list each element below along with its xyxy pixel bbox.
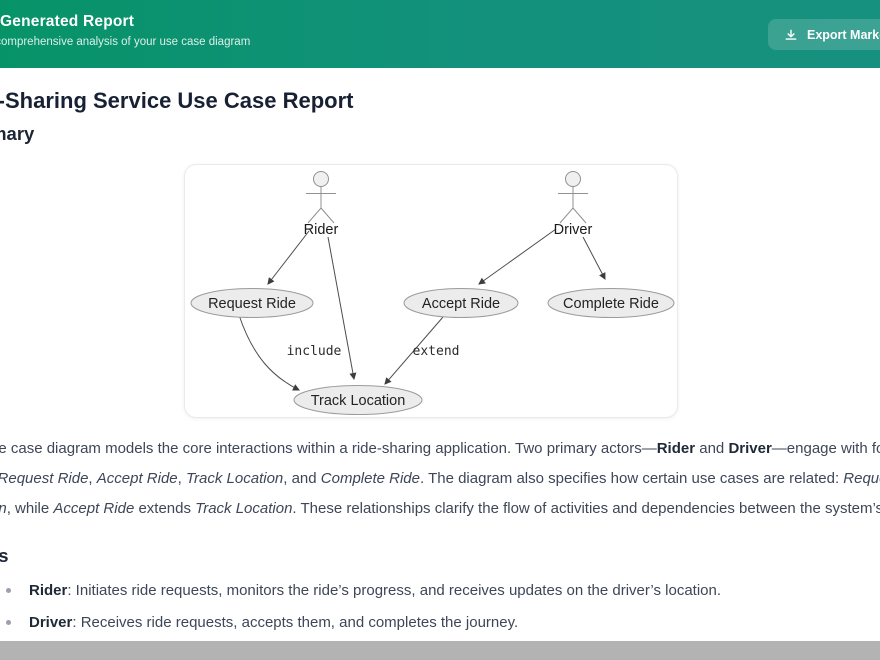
report-content: Ride-Sharing Service Use Case Report Sum… <box>0 68 880 646</box>
edge-extend <box>384 316 444 385</box>
driver-label: Driver <box>554 222 593 238</box>
bullet-dot-icon <box>6 588 11 593</box>
actor-driver: Driver <box>554 171 593 238</box>
use-case-diagram: include extend Rider Driver <box>190 171 675 415</box>
bullet-dot-icon <box>6 620 11 625</box>
edge-rider-track-location <box>327 236 357 381</box>
report-paragraph-line: cases: Request Ride, Accept Ride, Track … <box>0 470 880 487</box>
report-title: Ride-Sharing Service Use Case Report <box>0 88 354 113</box>
usecase-track-location-label: Track Location <box>311 393 406 409</box>
report-paragraph-line: Location, while Accept Ride extends Trac… <box>0 500 880 517</box>
export-button-label: Export Markdown <box>807 27 880 42</box>
header-text-block: Generated Report A comprehensive analysi… <box>0 11 250 50</box>
usecase-request-ride: Request Ride <box>190 288 314 318</box>
rider-label: Rider <box>304 222 339 238</box>
actors-list: Rider: Initiates ride requests, monitors… <box>0 582 880 631</box>
edge-include <box>238 314 300 391</box>
diagram-edges: include extend <box>238 228 606 391</box>
usecase-complete-ride: Complete Ride <box>547 288 675 318</box>
rider-bullet-text: Rider: Initiates ride requests, monitors… <box>29 582 722 599</box>
usecase-complete-ride-label: Complete Ride <box>563 296 659 312</box>
use-case-diagram-card: include extend Rider Driver <box>184 164 678 418</box>
header-title: Generated Report <box>0 13 135 30</box>
export-markdown-button[interactable]: Export Markdown <box>768 19 880 50</box>
usecase-accept-ride-label: Accept Ride <box>422 296 500 312</box>
edge-label-include: include <box>287 344 342 359</box>
usecase-track-location: Track Location <box>293 385 423 415</box>
summary-heading: Summary <box>0 123 35 144</box>
app-header: Generated Report A comprehensive analysi… <box>0 0 880 68</box>
horizontal-scrollbar[interactable] <box>0 641 880 660</box>
driver-bullet-text: Driver: Receives ride requests, accepts … <box>29 614 519 631</box>
report-paragraph-line: This use case diagram models the core in… <box>0 440 880 457</box>
usecase-accept-ride: Accept Ride <box>403 288 519 318</box>
list-item: Rider: Initiates ride requests, monitors… <box>6 582 880 599</box>
edge-rider-request-ride <box>267 230 310 285</box>
header-subtitle: A comprehensive analysis of your use cas… <box>0 36 251 48</box>
usecase-request-ride-label: Request Ride <box>208 296 296 312</box>
download-icon <box>784 28 798 42</box>
driver-head <box>565 171 581 187</box>
rider-head <box>313 171 329 187</box>
edge-label-extend: extend <box>413 344 460 359</box>
actors-heading: Actors <box>0 545 9 566</box>
list-item: Driver: Receives ride requests, accepts … <box>6 614 880 631</box>
edge-driver-accept-ride <box>478 228 557 285</box>
actor-rider: Rider <box>304 171 339 238</box>
edge-driver-complete-ride <box>582 236 606 280</box>
summary-paragraph: This use case diagram models the core in… <box>0 434 880 524</box>
